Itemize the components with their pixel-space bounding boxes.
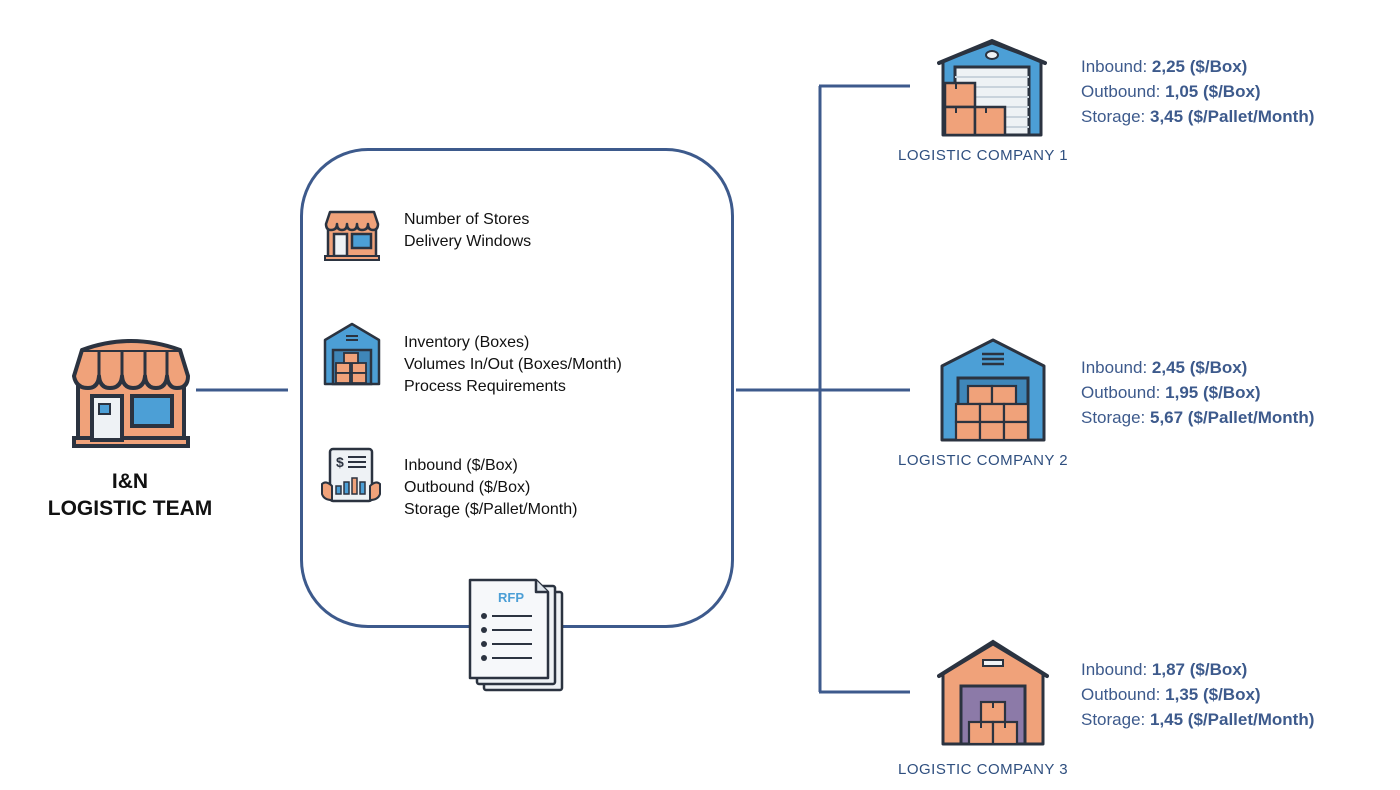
company1-label: LOGISTIC COMPANY 1: [898, 147, 1069, 164]
svg-text:$: $: [336, 454, 344, 470]
company3-storage: Storage: 1,45 ($/Pallet/Month): [1081, 710, 1315, 729]
rfp-document-icon: RFP: [468, 578, 564, 692]
stores-requirements: Number of Stores Delivery Windows: [404, 209, 531, 253]
req-number-of-stores: Number of Stores: [404, 211, 530, 228]
rfp-label: RFP: [498, 590, 524, 605]
warehouse-small-icon: [323, 322, 381, 386]
store-icon: [72, 339, 190, 448]
company1-rates: Inbound: 2,25 ($/Box) Outbound: 1,05 ($/…: [1081, 54, 1314, 129]
company3-rates: Inbound: 1,87 ($/Box) Outbound: 1,35 ($/…: [1081, 657, 1314, 732]
req-process: Process Requirements: [404, 378, 566, 395]
team-title: I&N LOGISTIC TEAM: [20, 468, 240, 522]
company1-storage: Storage: 3,45 ($/Pallet/Month): [1081, 107, 1315, 126]
inventory-requirements: Inventory (Boxes) Volumes In/Out (Boxes/…: [404, 332, 622, 398]
company2-outbound: Outbound: 1,95 ($/Box): [1081, 383, 1261, 402]
warehouse-icon: [937, 639, 1049, 746]
warehouse-icon: [937, 38, 1047, 137]
company2-storage: Storage: 5,67 ($/Pallet/Month): [1081, 408, 1315, 427]
company2-inbound: Inbound: 2,45 ($/Box): [1081, 358, 1248, 377]
req-inbound: Inbound ($/Box): [404, 457, 518, 474]
team-title-line2: LOGISTIC TEAM: [47, 497, 213, 520]
company3-inbound: Inbound: 1,87 ($/Box): [1081, 660, 1248, 679]
store-small-icon: [324, 210, 380, 261]
company3-outbound: Outbound: 1,35 ($/Box): [1081, 685, 1261, 704]
warehouse-icon: [940, 338, 1046, 442]
company3-label: LOGISTIC COMPANY 3: [898, 761, 1069, 778]
company1-outbound: Outbound: 1,05 ($/Box): [1081, 82, 1261, 101]
req-inventory: Inventory (Boxes): [404, 334, 530, 351]
pricing-requirements: Inbound ($/Box) Outbound ($/Box) Storage…: [404, 455, 577, 521]
company2-label: LOGISTIC COMPANY 2: [898, 452, 1069, 469]
req-volumes: Volumes In/Out (Boxes/Month): [404, 356, 622, 373]
invoice-icon: $: [321, 447, 381, 503]
req-storage: Storage ($/Pallet/Month): [404, 501, 578, 518]
company1-inbound: Inbound: 2,25 ($/Box): [1081, 57, 1248, 76]
req-delivery-windows: Delivery Windows: [404, 233, 532, 250]
company2-rates: Inbound: 2,45 ($/Box) Outbound: 1,95 ($/…: [1081, 355, 1314, 430]
team-title-line1: I&N: [111, 470, 149, 493]
req-outbound: Outbound ($/Box): [404, 479, 531, 496]
